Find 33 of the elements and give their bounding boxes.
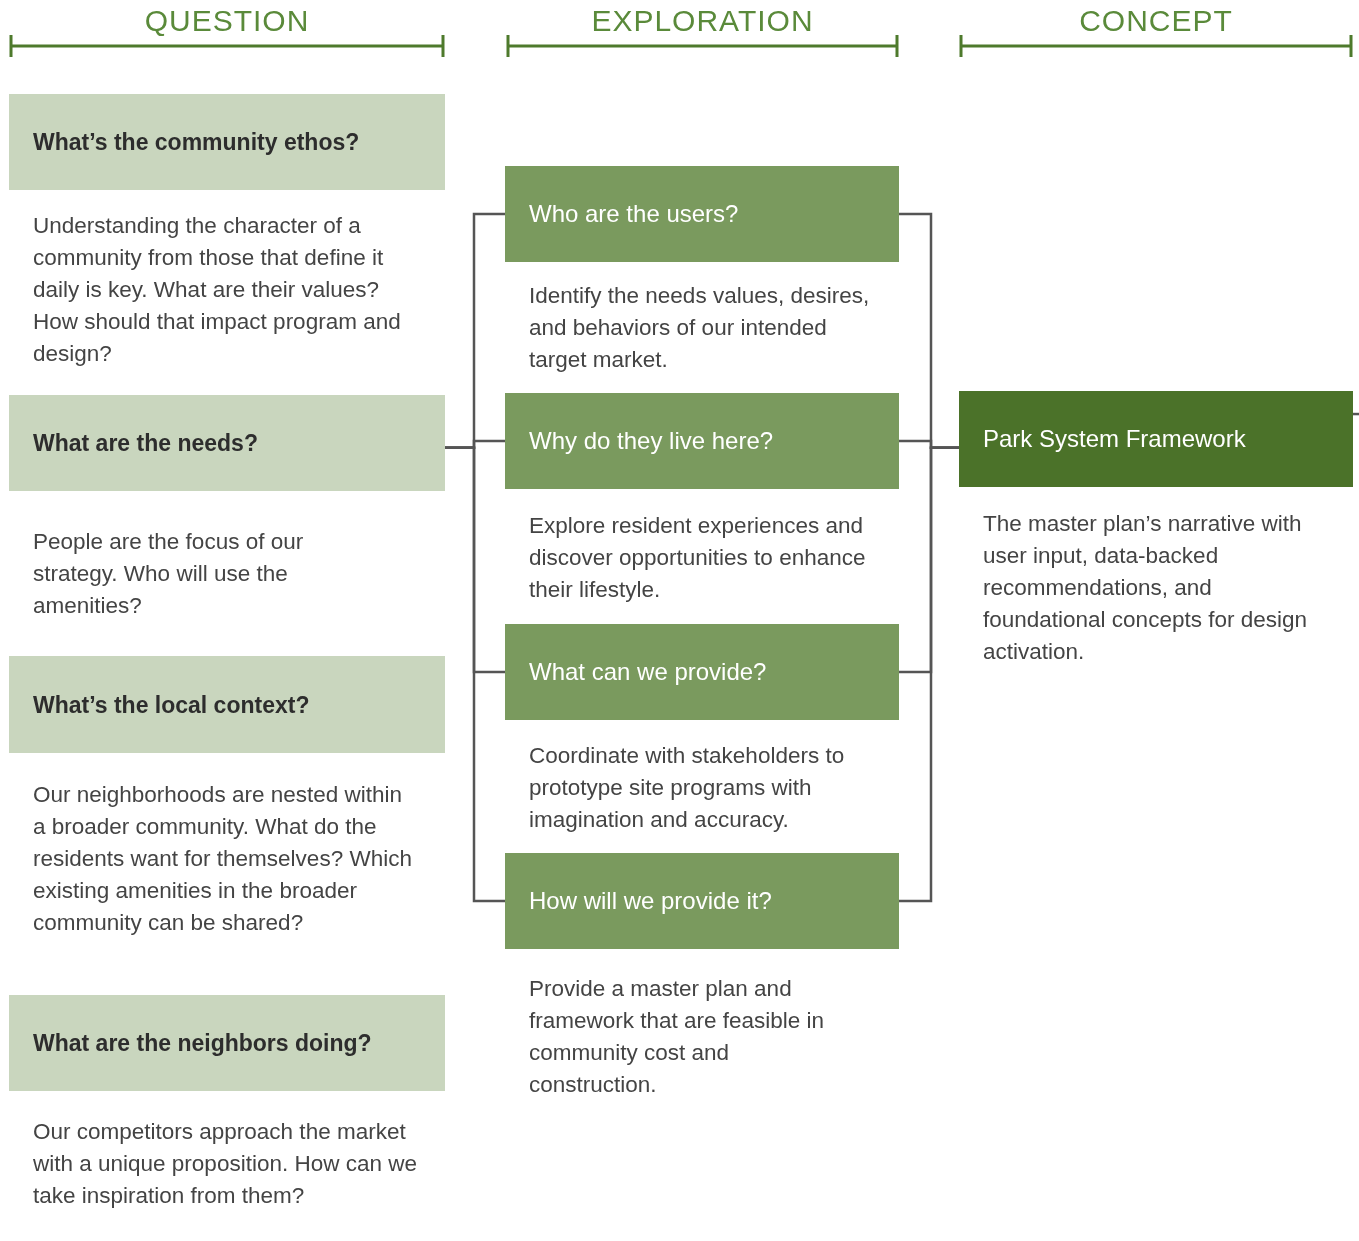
- question-box: [9, 395, 445, 491]
- description-text: Our competitors approach the market with a unique proposition. How can we take inspiration from them?: [33, 1118, 418, 1210]
- column-header: QUESTION: [143, 4, 311, 38]
- description-text: Coordinate with stakeholders to prototype site programs with imagination and accuracy.: [529, 742, 846, 834]
- exploration-box: [505, 166, 899, 262]
- description-text: Identify the needs values, desires, and behaviors of our intended target market.: [529, 282, 871, 374]
- box-heading: What can we provide?: [529, 657, 767, 687]
- question-box: [9, 94, 445, 190]
- box-heading: How will we provide it?: [529, 886, 772, 916]
- exploration-box: [505, 624, 899, 720]
- connector-line: [1353, 412, 1359, 416]
- box-heading: What’s the local context?: [33, 690, 310, 720]
- box-heading: What are the needs?: [33, 429, 258, 458]
- column-header: CONCEPT: [1078, 4, 1234, 38]
- box-heading: What are the neighbors doing?: [33, 1029, 372, 1058]
- exploration-box: [505, 853, 899, 949]
- concept-box: [959, 391, 1353, 487]
- question-box: [9, 995, 445, 1091]
- box-heading: What’s the community ethos?: [33, 128, 360, 157]
- box-heading: Why do they live here?: [529, 426, 774, 456]
- description-text: Explore resident experiences and discover opportunities to enhance their lifestyle.: [529, 512, 867, 604]
- exploration-box: [505, 393, 899, 489]
- description-text: Our neighborhoods are nested within a broader community. What do the residents want for themselves? Which existing amenities in the broader community can be shared?: [33, 781, 413, 937]
- question-box: [9, 656, 445, 753]
- description-text: Understanding the character of a community from those that define it daily is key. What are their values? How should that impact program and design?: [33, 212, 402, 368]
- description-text: Provide a master plan and framework that are feasible in community cost and construction.: [529, 975, 826, 1099]
- connector-line: [445, 446, 505, 903]
- box-heading: Park System Framework: [983, 424, 1246, 454]
- description-text: The master plan’s narrative with user input, data-backed recommendations, and foundational concepts for design activation.: [983, 510, 1308, 666]
- box-heading: Who are the users?: [529, 199, 739, 229]
- column-header: EXPLORATION: [590, 4, 815, 38]
- connector-line: [899, 446, 959, 903]
- description-text: People are the focus of our strategy. Who will use the amenities?: [33, 528, 305, 620]
